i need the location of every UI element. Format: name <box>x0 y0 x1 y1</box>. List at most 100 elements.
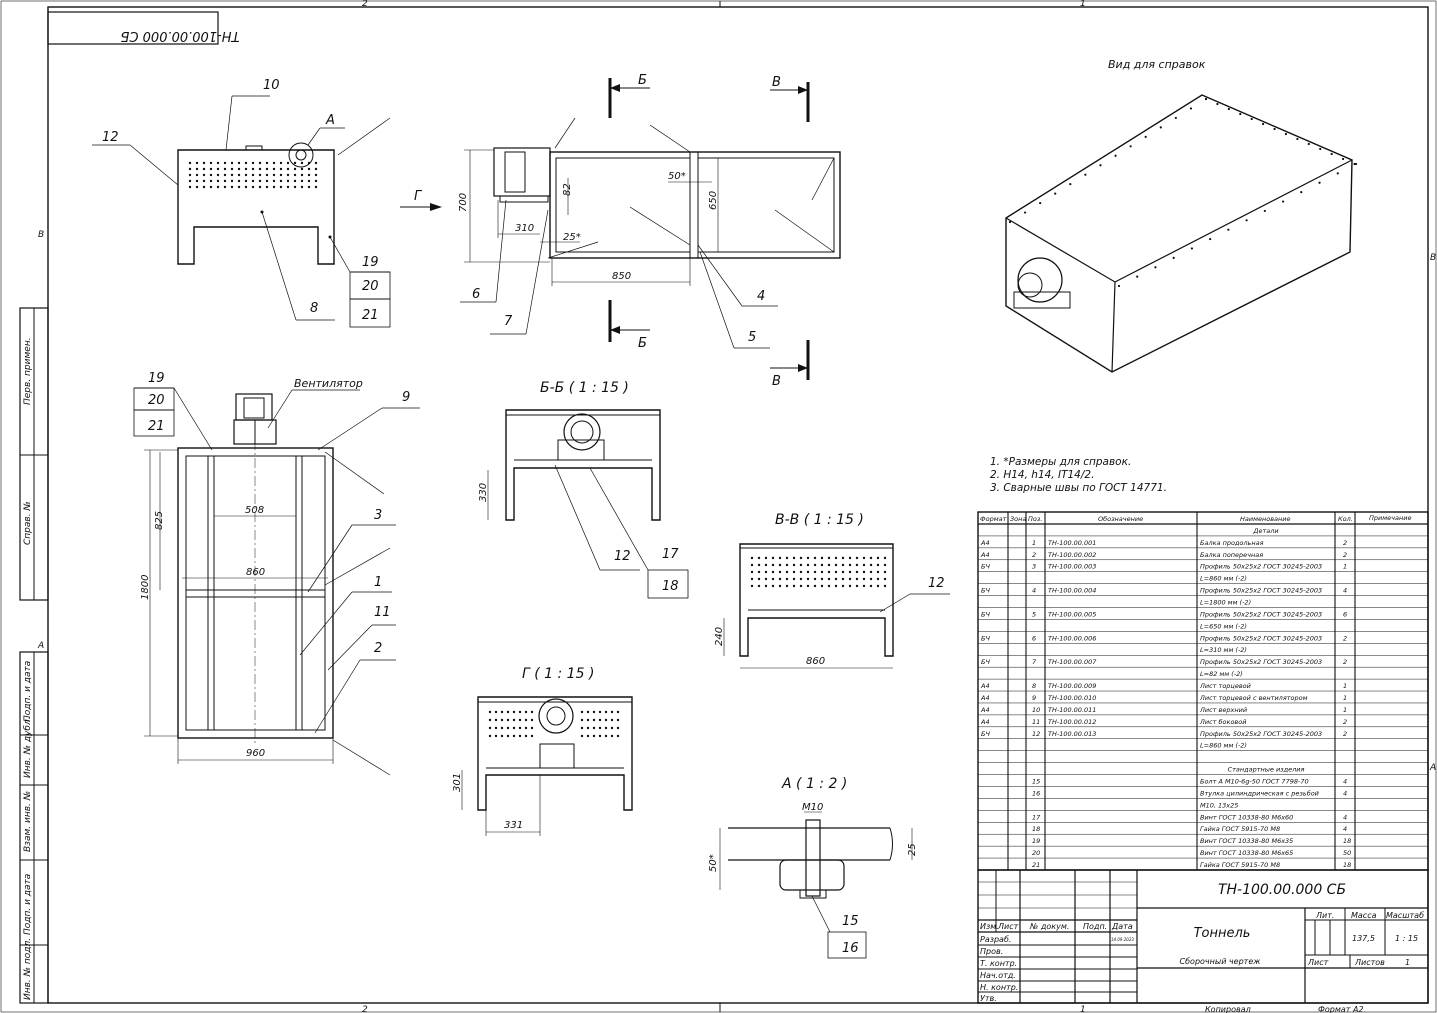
leader-number: 11 <box>374 605 391 620</box>
dimension: 301 <box>452 773 463 792</box>
spec-cell: 2 <box>1032 551 1036 559</box>
rivet <box>1172 256 1175 259</box>
perforation-hole <box>785 570 789 574</box>
perforation-hole <box>500 734 504 738</box>
spec-cell: А4 <box>980 551 990 559</box>
leader-number: 21 <box>362 308 379 323</box>
perforation-hole <box>862 563 866 567</box>
spec-header: Формат <box>980 515 1007 523</box>
doc-type: Сборочный чертеж <box>1180 957 1262 966</box>
spec-cell: 1 <box>1343 706 1347 714</box>
leader-number: A <box>325 113 335 128</box>
perforation-hole <box>307 173 311 177</box>
perforation-hole <box>307 185 311 189</box>
spec-cell: 4 <box>1343 789 1347 797</box>
rivet <box>1190 247 1194 250</box>
rivet <box>1114 154 1117 157</box>
spec-cell: М10, 13х25 <box>1200 801 1238 809</box>
perforation-hole <box>216 161 220 165</box>
perforation-hole <box>827 570 831 574</box>
spec-cell: 2 <box>1343 718 1347 726</box>
perforation-hole <box>209 185 213 189</box>
perforation-hole <box>610 734 614 738</box>
view-title: А ( 1 : 2 ) <box>781 776 847 792</box>
dimension: 650 <box>708 191 719 210</box>
spec-cell: L=860 мм (-2) <box>1200 575 1247 583</box>
leader-number: 7 <box>504 314 513 329</box>
leader-number: 20 <box>148 393 165 408</box>
zone-number: 2 <box>362 0 368 9</box>
perforation-hole <box>500 718 504 722</box>
perforation-hole <box>586 710 590 714</box>
perforation-hole <box>771 563 775 567</box>
perforation-hole <box>586 726 590 730</box>
spec-cell: L=1800 мм (-2) <box>1200 599 1251 607</box>
perforation-hole <box>506 718 510 722</box>
perforation-hole <box>512 718 516 722</box>
perforation-hole <box>598 710 602 714</box>
dimension: 860 <box>806 656 825 667</box>
spec-cell: 16 <box>1032 789 1040 797</box>
spec-cell: 4 <box>1343 587 1347 595</box>
perforation-hole <box>488 718 492 722</box>
spec-cell: Балка поперечная <box>1200 551 1263 559</box>
tb-sheets: Листов <box>1354 958 1385 967</box>
spec-cell: БЧ <box>981 563 990 571</box>
spec-cell: Стандартные изделия <box>1228 766 1305 774</box>
perforation-hole <box>512 726 516 730</box>
perforation-hole <box>216 173 220 177</box>
spec-cell: А4 <box>980 694 990 702</box>
perforation-hole <box>834 556 838 560</box>
spec-cell: Профиль 50х25х2 ГОСТ 30245-2003 <box>1200 587 1322 595</box>
perforation-hole <box>202 161 206 165</box>
perforation-hole <box>195 173 199 177</box>
perforation-hole <box>586 718 590 722</box>
rivet <box>1069 183 1072 186</box>
perforation-hole <box>488 710 492 714</box>
perforation-hole <box>293 185 297 189</box>
tb-role: Изм. <box>980 922 999 931</box>
perforation-hole <box>580 710 584 714</box>
perforation-hole <box>230 167 234 171</box>
perforation-hole <box>792 577 796 581</box>
perforation-hole <box>494 726 498 730</box>
perforation-hole <box>855 584 859 588</box>
perforation-hole <box>314 161 318 165</box>
perforation-hole <box>293 167 297 171</box>
perforation-hole <box>883 584 887 588</box>
spec-cell: Балка продольная <box>1200 539 1264 547</box>
perforation-hole <box>494 710 498 714</box>
perforation-hole <box>778 584 782 588</box>
perforation-hole <box>202 185 206 189</box>
perforation-hole <box>778 577 782 581</box>
fan-label: Вентилятор <box>294 377 363 390</box>
perforation-hole <box>300 179 304 183</box>
spec-cell: ТН-100.00.010 <box>1048 694 1096 702</box>
perforation-hole <box>757 570 761 574</box>
perforation-hole <box>764 563 768 567</box>
spec-cell: Лист боковой <box>1199 718 1246 726</box>
perforation-hole <box>848 556 852 560</box>
tb-mass-value: 137,5 <box>1352 934 1375 943</box>
perforation-hole <box>237 167 241 171</box>
perforation-hole <box>488 726 492 730</box>
perforation-hole <box>209 167 213 171</box>
perforation-hole <box>293 179 297 183</box>
spec-cell: 4 <box>1343 777 1347 785</box>
spec-cell: 6 <box>1343 610 1347 618</box>
tb-person: Н. контр. <box>980 983 1018 992</box>
perforation-hole <box>771 570 775 574</box>
perforation-hole <box>230 173 234 177</box>
perforation-hole <box>876 556 880 560</box>
dimension: 508 <box>245 505 264 516</box>
perforation-hole <box>778 556 782 560</box>
spec-cell: 19 <box>1032 837 1040 845</box>
leader-number: 2 <box>374 641 382 656</box>
perforation-hole <box>237 161 241 165</box>
perforation-hole <box>518 710 522 714</box>
spec-cell: А4 <box>980 718 990 726</box>
perforation-hole <box>813 563 817 567</box>
spec-header: Обозначение <box>1098 515 1143 523</box>
perforation-holes <box>488 710 620 738</box>
perforation-hole <box>300 185 304 189</box>
